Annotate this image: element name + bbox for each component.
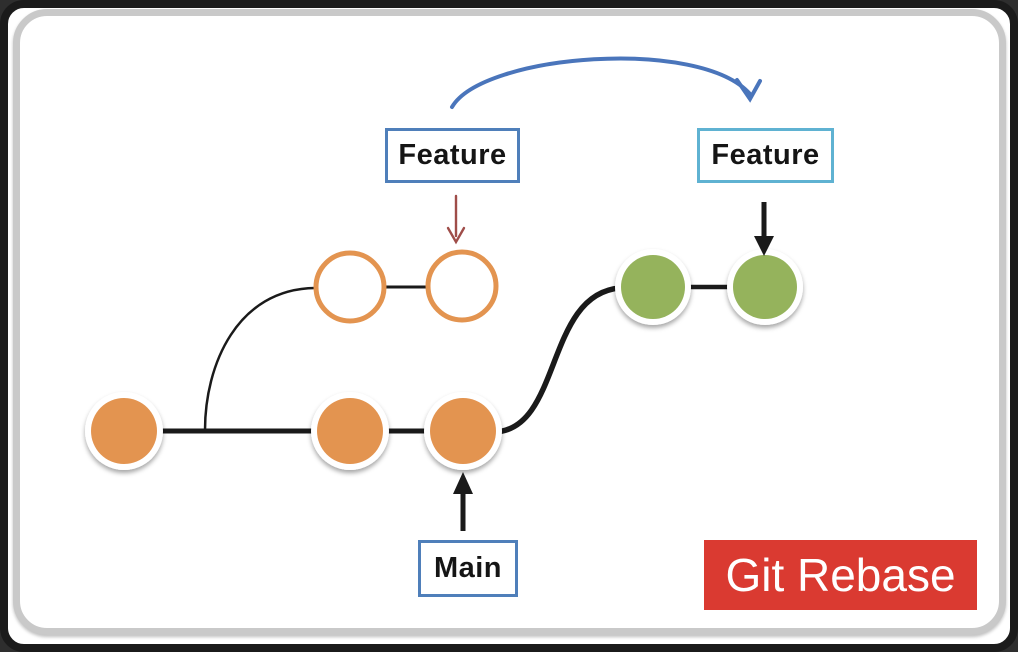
commit-fill [317, 398, 383, 464]
main-pointer-arrow [453, 472, 473, 531]
title-banner: Git Rebase [704, 540, 977, 610]
commit-main-2 [311, 392, 389, 470]
feature-box-after-rebase: Feature [697, 128, 834, 183]
arrow-head [446, 226, 466, 245]
new-feature-pointer-arrow [754, 202, 774, 256]
commit-main-1 [85, 392, 163, 470]
branch-out-curve [203, 286, 316, 431]
arrow-head [754, 236, 774, 256]
commit-main-3 [424, 392, 502, 470]
old-feature-pointer-arrow [446, 194, 466, 245]
commit-new-feature-2 [727, 249, 803, 325]
rebase-s-curve [494, 285, 621, 435]
rebase-arc [450, 56, 752, 109]
arrow-head [453, 472, 473, 494]
rebase-arc-arrow [450, 56, 762, 109]
commit-fill [91, 398, 157, 464]
rebase-arrowhead [735, 78, 762, 103]
main-branch-box: Main [418, 540, 518, 597]
commit-fill [621, 255, 685, 319]
commit-old-feature-1 [313, 250, 387, 324]
commit-fill [733, 255, 797, 319]
diagram-card [13, 9, 1006, 635]
commit-new-feature-1 [615, 249, 691, 325]
feature-box-before-rebase: Feature [385, 128, 520, 183]
commit-fill [430, 398, 496, 464]
commit-old-feature-2 [425, 249, 499, 323]
